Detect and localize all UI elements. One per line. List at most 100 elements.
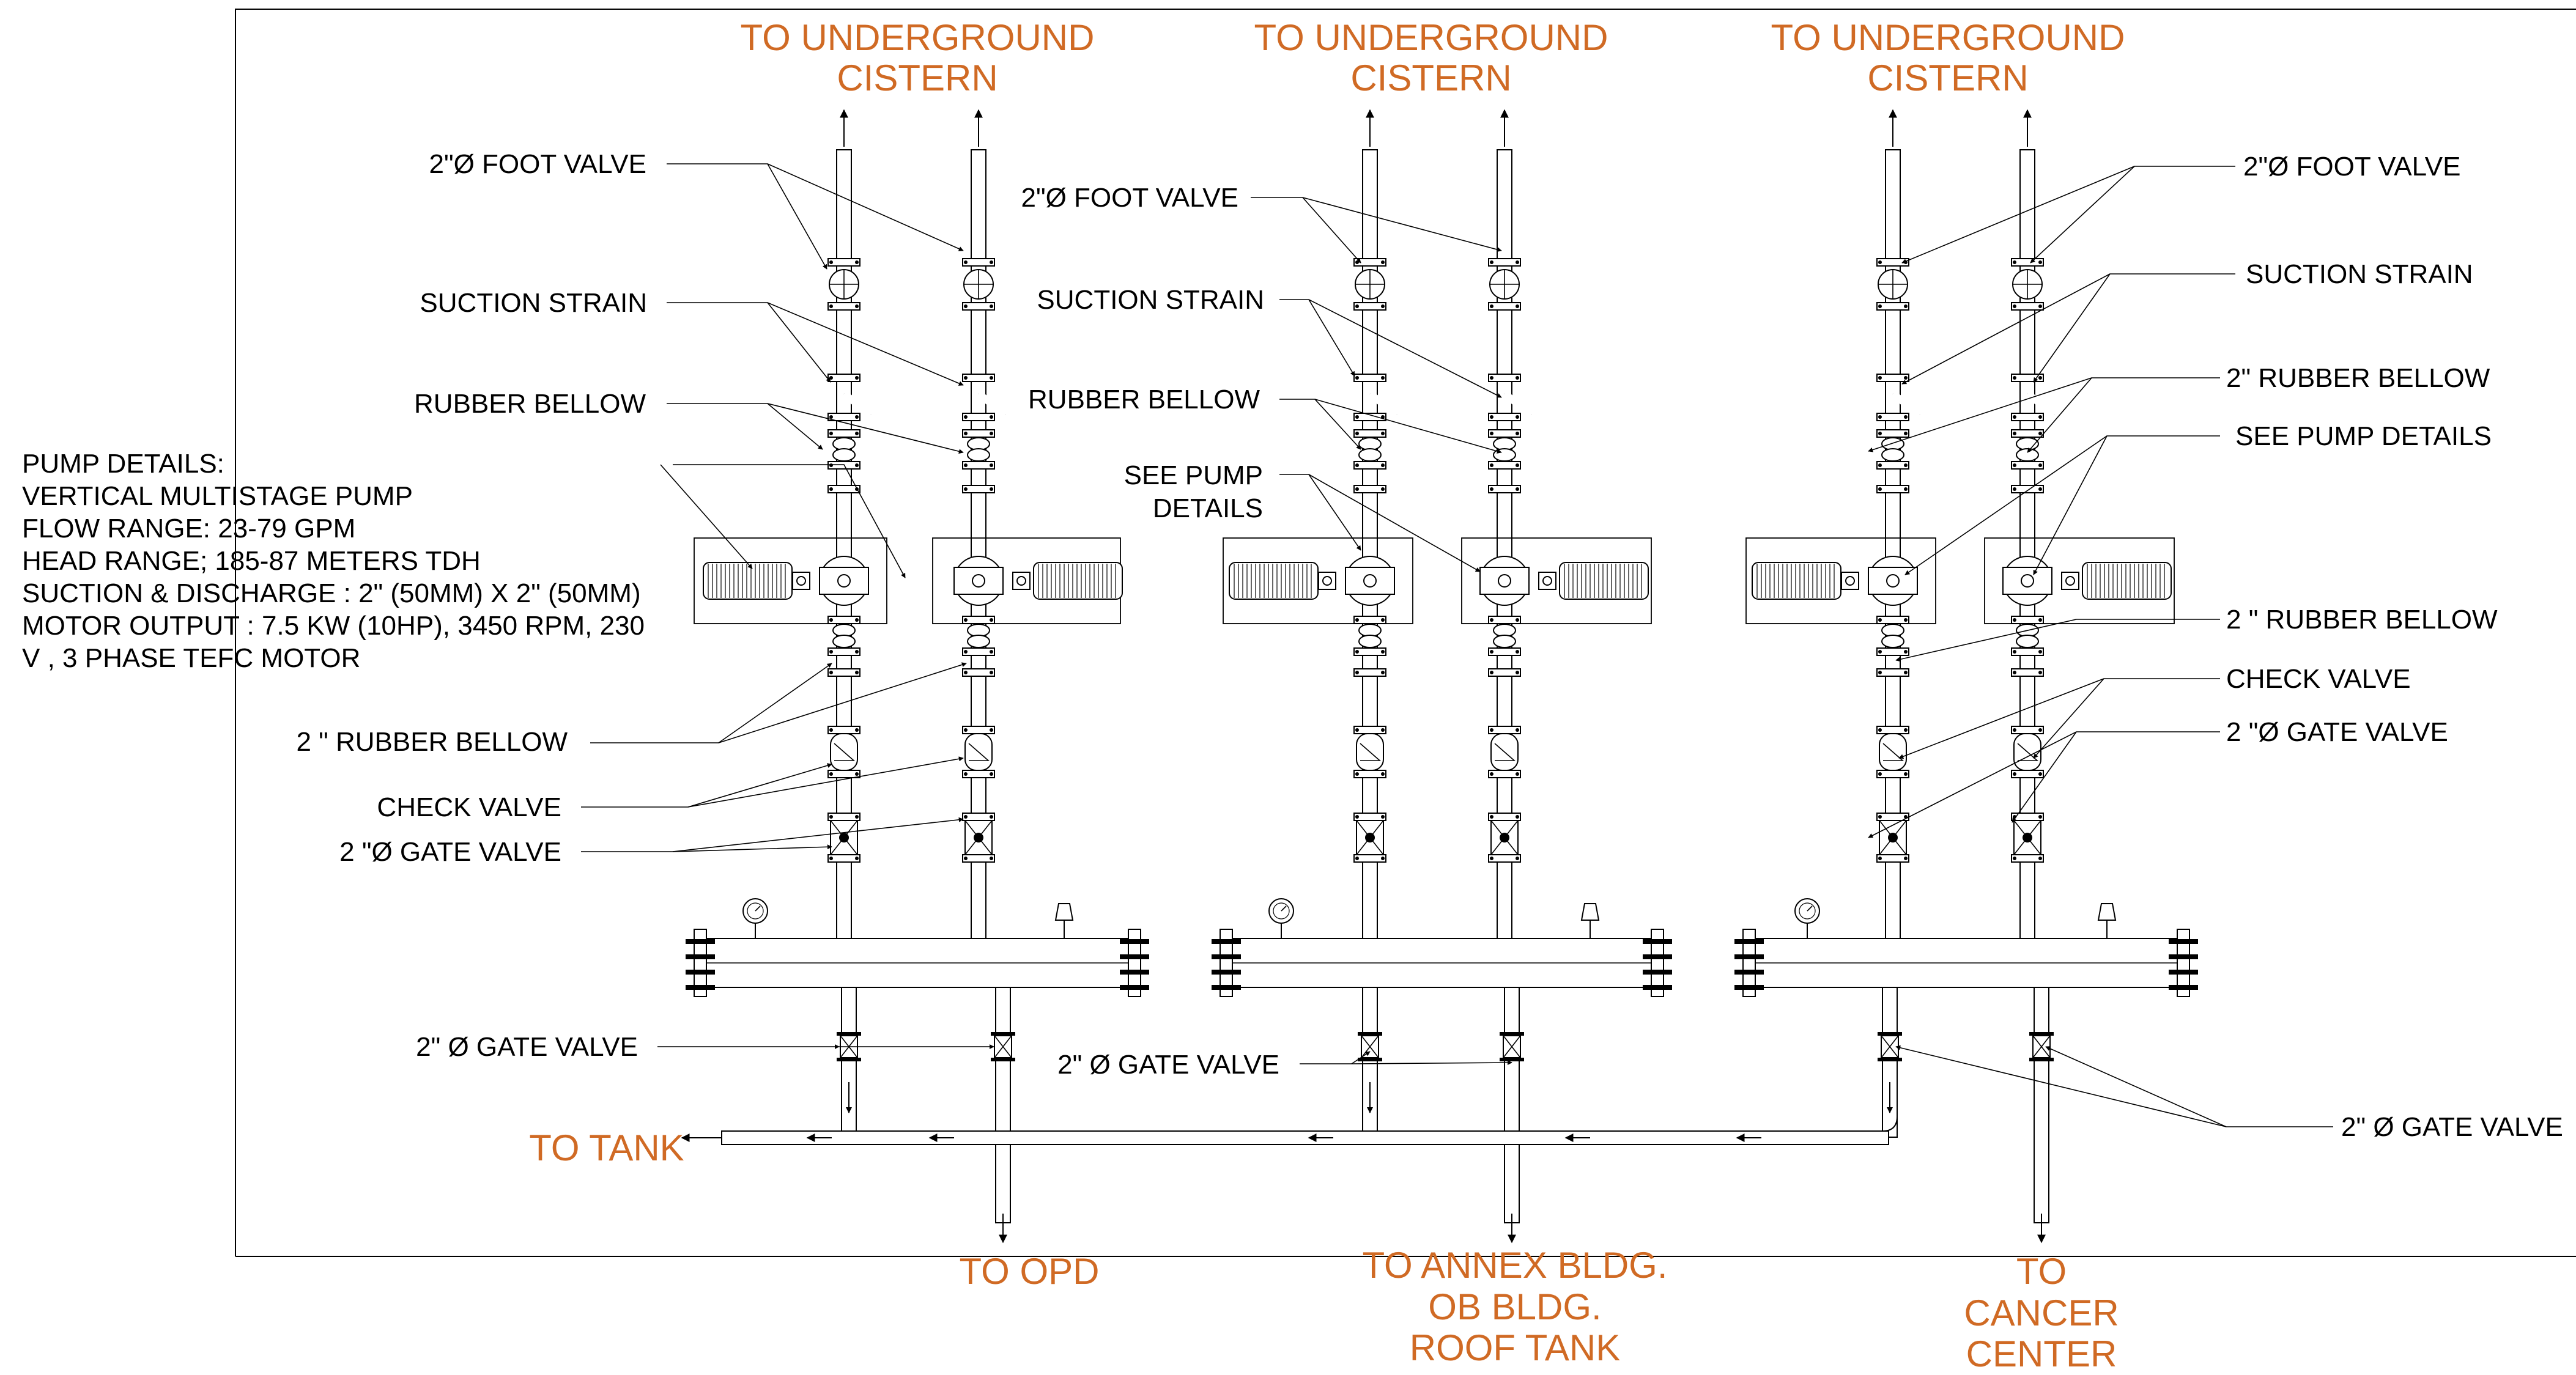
flange-bolt	[829, 728, 833, 732]
middle-see-pump-details-line2: DETAILS	[1153, 493, 1263, 523]
flange-bolt	[829, 376, 833, 380]
check-valve-disc	[1494, 743, 1516, 761]
coupling-hub	[1542, 576, 1552, 586]
leader-line	[2045, 1046, 2227, 1127]
flange-bolt	[1355, 815, 1359, 819]
flange-bolt	[1212, 939, 1241, 944]
flange-bolt	[829, 432, 833, 435]
flange-bolt	[964, 728, 968, 732]
leader-line	[1308, 299, 1502, 398]
bellow-ring	[832, 448, 856, 462]
flange-bolt	[1516, 772, 1519, 776]
left-foot-valve-label: 2"Ø FOOT VALVE	[429, 149, 646, 179]
dest-cancer-line3: CENTER	[1966, 1333, 2117, 1374]
pump-eye	[1886, 574, 1900, 588]
air-vent	[1580, 903, 1600, 921]
flange-bolt	[2013, 260, 2016, 264]
leader-line	[673, 464, 906, 578]
flange	[1488, 485, 1521, 493]
gate-valve-stem	[1888, 833, 1898, 842]
flange	[1876, 485, 1909, 493]
check-valve-disc	[834, 743, 856, 761]
flange-bolt	[2013, 487, 2016, 491]
gate-valve-small-x	[1881, 1035, 1899, 1058]
leader-line	[767, 302, 964, 386]
flange-bolt	[2013, 728, 2016, 732]
flange	[1353, 485, 1386, 493]
flange-bolt	[1878, 857, 1882, 860]
pump-eye	[972, 574, 985, 588]
bellow-ring	[2016, 448, 2039, 462]
leader-line	[667, 403, 823, 450]
flange-bolt	[1904, 671, 1908, 674]
flange-bolt	[829, 650, 833, 654]
air-vent	[1054, 903, 1074, 921]
flange-bolt	[1878, 650, 1882, 654]
flange-bolt	[2038, 463, 2042, 467]
gate-valve-stem	[1500, 833, 1509, 842]
flange-bolt	[2038, 260, 2042, 264]
flange-bolt	[686, 954, 715, 959]
flange-bolt	[2013, 304, 2016, 308]
flange-bolt	[990, 650, 993, 654]
foot-valve-cross	[964, 270, 993, 299]
flange-bolt	[2013, 432, 2016, 435]
flange-bolt	[964, 671, 968, 674]
flange-bolt	[964, 415, 968, 419]
pump-skid	[1745, 537, 1936, 624]
flange-bolt	[2038, 728, 2042, 732]
flange-bolt	[964, 376, 968, 380]
bellow-ring	[1493, 448, 1516, 462]
flange-bolt	[2038, 671, 2042, 674]
flange-bolt	[855, 376, 859, 380]
flange-bolt	[855, 815, 859, 819]
gate-valve-stem	[1365, 833, 1375, 842]
flange-bolt	[1904, 463, 1908, 467]
flange-bolt	[1734, 954, 1764, 959]
flange-bolt	[855, 671, 859, 674]
flange	[1876, 302, 1909, 311]
flange-bolt	[855, 728, 859, 732]
flange-bolt	[1516, 650, 1519, 654]
flange-bolt	[855, 857, 859, 860]
coupling	[1012, 572, 1031, 590]
flange-bolt	[1490, 432, 1493, 435]
flange-bolt	[2013, 376, 2016, 380]
flange-bolt	[1643, 985, 1672, 990]
flange-bolt	[2038, 772, 2042, 776]
outlet-pipe	[1362, 987, 1378, 1138]
leader-line	[2030, 166, 2235, 264]
flange-bolt	[2038, 304, 2042, 308]
middle-foot-valve-label: 2"Ø FOOT VALVE	[1021, 183, 1238, 213]
flange-bolt	[2169, 939, 2198, 944]
flange-bolt	[1904, 772, 1908, 776]
pump-details-line-3: FLOW RANGE: 23-79 GPM	[22, 514, 355, 544]
flange-bolt	[2038, 432, 2042, 435]
flange	[2011, 302, 2044, 311]
flange-bolt	[1490, 487, 1493, 491]
middle-gate-valve-bottom-label: 2" Ø GATE VALVE	[1057, 1050, 1279, 1080]
dest-tank: TO TANK	[529, 1127, 684, 1168]
flange-bolt	[964, 260, 968, 264]
flange-bolt	[1878, 260, 1882, 264]
flange-bolt	[1516, 618, 1519, 622]
bellow-ring	[1881, 448, 1904, 462]
flange-bolt	[1490, 304, 1493, 308]
right-suction-strain-label: SUCTION STRAIN	[2246, 259, 2473, 289]
flange-bolt	[1355, 772, 1359, 776]
flange-bolt	[1734, 985, 1764, 990]
flange-bolt	[829, 618, 833, 622]
flange-bolt	[1120, 985, 1149, 990]
flange	[2011, 258, 2044, 267]
flange-bolt	[990, 487, 993, 491]
gate-valve-small-flange	[1878, 1058, 1902, 1061]
flange-bolt	[2169, 985, 2198, 990]
flange-bolt	[1490, 772, 1493, 776]
flange-bolt	[1490, 857, 1493, 860]
header-end-flange	[1651, 929, 1664, 997]
flange	[1353, 302, 1386, 311]
leader-line	[2033, 273, 2235, 383]
flange-bolt	[1381, 376, 1385, 380]
flange-bolt	[1643, 939, 1672, 944]
